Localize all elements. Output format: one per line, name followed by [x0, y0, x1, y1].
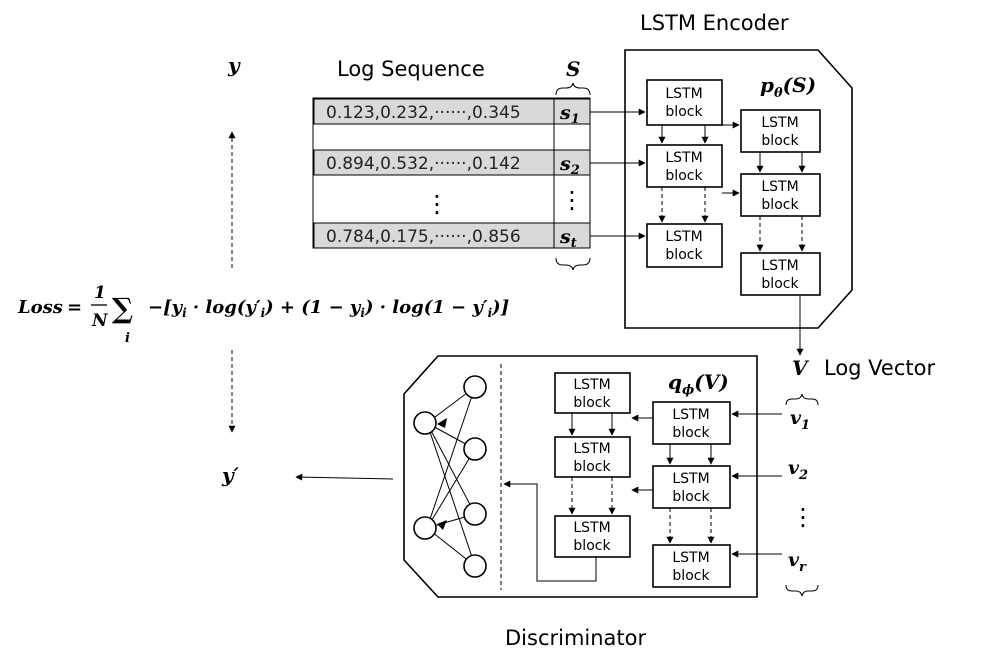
vector-top-brace: [785, 393, 819, 406]
vector-item: v2: [788, 457, 808, 483]
encoder-lstm-block: LSTM block: [740, 173, 821, 217]
discriminator-lstm-block: LSTM block: [652, 544, 731, 588]
discriminator-title: Discriminator: [505, 626, 647, 650]
svg-text:block: block: [573, 459, 611, 475]
svg-text:LSTM: LSTM: [665, 229, 702, 245]
nn-node: [413, 411, 437, 435]
discriminator-arrows: [295, 410, 782, 582]
svg-text:∑: ∑: [112, 292, 133, 325]
sequence-label: s1: [559, 102, 580, 127]
encoder-lstm-block: LSTM block: [740, 252, 821, 296]
discriminator-formula: qϕ(V): [668, 370, 729, 398]
discriminator-lstm-block: LSTM block: [554, 515, 631, 558]
discriminator-lstm-block: LSTM block: [554, 436, 631, 478]
svg-text:LSTM: LSTM: [573, 520, 610, 536]
encoder-arrows: [590, 108, 806, 356]
svg-text:1: 1: [94, 283, 106, 303]
sequence-row-t: 0.784,0.175,······,0.856 st: [313, 222, 591, 251]
nn-node: [463, 437, 487, 461]
vector-item: v1: [790, 407, 810, 433]
output-y-prime: y′: [221, 463, 240, 487]
svg-text:block: block: [665, 104, 703, 120]
log-sequence-title: Log Sequence: [337, 57, 485, 81]
svg-text:i: i: [125, 331, 130, 346]
vector-symbol: V: [792, 356, 810, 380]
svg-text:LSTM: LSTM: [761, 258, 798, 274]
svg-text:block: block: [665, 168, 703, 184]
svg-text:LSTM: LSTM: [672, 407, 709, 423]
svg-text:LSTM: LSTM: [573, 377, 610, 393]
svg-text:block: block: [665, 247, 703, 263]
sequence-symbol: S: [566, 57, 580, 81]
nn-node: [413, 516, 437, 540]
sequence-ellipsis: ⋮: [425, 190, 449, 218]
svg-text:block: block: [761, 133, 799, 149]
svg-text:LSTM: LSTM: [665, 86, 702, 102]
sequence-row-2: 0.894,0.532,······,0.142 s2: [313, 149, 591, 178]
sequence-label: s2: [559, 153, 580, 178]
svg-text:LSTM: LSTM: [665, 150, 702, 166]
encoder-lstm-block: LSTM block: [646, 223, 723, 268]
sequence-label-ellipsis: ⋮: [560, 186, 584, 214]
svg-text:N: N: [91, 311, 109, 331]
encoder-lstm-block: LSTM block: [646, 79, 723, 126]
svg-text:LSTM: LSTM: [573, 441, 610, 457]
svg-text:LSTM: LSTM: [761, 179, 798, 195]
svg-text:block: block: [672, 568, 710, 584]
sequence-top-brace: [555, 82, 591, 96]
loss-formula: Loss = 1 N ∑ i −[yi · log(y′i) + (1 − yi…: [17, 283, 509, 346]
sequence-values: 0.894,0.532,······,0.142: [326, 154, 521, 174]
encoder-lstm-block: LSTM block: [740, 109, 821, 153]
neural-network: [413, 375, 487, 578]
svg-text:=: =: [67, 297, 82, 318]
svg-text:block: block: [672, 489, 710, 505]
discriminator-lstm-block: LSTM block: [652, 465, 731, 509]
sequence-values: 0.784,0.175,······,0.856: [326, 227, 521, 247]
sequence-bottom-brace: [555, 257, 591, 271]
vector-bottom-brace: [785, 584, 819, 597]
discriminator-lstm-block: LSTM block: [554, 372, 631, 414]
sequence-row-1: 0.123,0.232,······,0.345 s1: [313, 98, 591, 127]
loss-body: −[yi · log(y′i) + (1 − yi) · log(1 − y′i…: [148, 297, 509, 320]
vector-item: vr: [788, 549, 807, 575]
output-y: y: [227, 53, 241, 77]
svg-text:block: block: [573, 538, 611, 554]
svg-text:block: block: [761, 276, 799, 292]
svg-text:LSTM: LSTM: [672, 471, 709, 487]
svg-text:block: block: [573, 395, 611, 411]
svg-text:Loss: Loss: [17, 297, 63, 318]
encoder-lstm-block: LSTM block: [646, 144, 723, 188]
nn-node: [463, 554, 487, 578]
sequence-label: st: [559, 226, 577, 251]
svg-text:LSTM: LSTM: [672, 550, 709, 566]
svg-text:block: block: [672, 425, 710, 441]
nn-node: [463, 375, 487, 399]
encoder-formula: pθ(S): [760, 73, 816, 101]
discriminator-lstm-block: LSTM block: [652, 401, 731, 445]
vector-ellipsis: ⋮: [791, 503, 815, 531]
svg-text:block: block: [761, 197, 799, 213]
nn-node: [463, 502, 487, 526]
sequence-values: 0.123,0.232,······,0.345: [326, 103, 521, 123]
svg-text:LSTM: LSTM: [761, 115, 798, 131]
encoder-title: LSTM Encoder: [640, 11, 789, 35]
log-vector-title: Log Vector: [824, 356, 935, 380]
